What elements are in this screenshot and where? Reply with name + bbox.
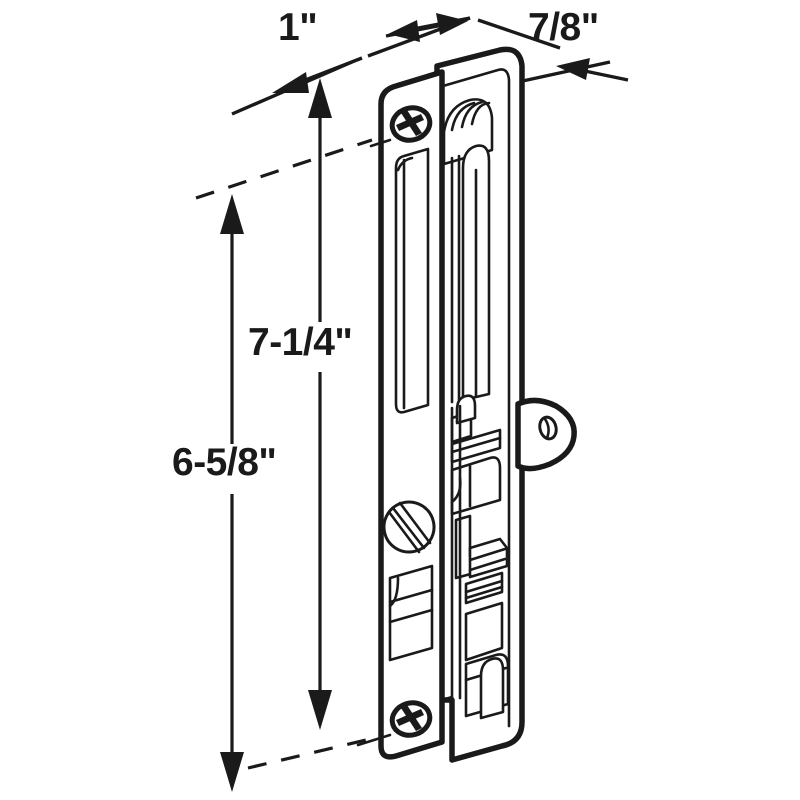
arrowhead-outer-top <box>220 194 244 234</box>
arrowhead-depth-left <box>388 16 471 42</box>
arrowhead-outer-bottom <box>220 752 244 792</box>
arrowhead-inner-top <box>308 78 332 118</box>
dimension-label-outer-height: 6-5/8" <box>172 441 277 484</box>
phillips-screw-bottom <box>356 700 433 747</box>
dimension-outer-height <box>220 194 244 792</box>
slotted-screw-middle <box>382 500 436 554</box>
dimension-width-top <box>231 13 471 116</box>
dimension-label-width-top: 1" <box>278 6 318 49</box>
handle-lever <box>442 98 494 404</box>
internal-latch-mechanism <box>450 394 510 720</box>
keeper-slot <box>388 564 434 662</box>
dimension-inner-height <box>195 78 401 770</box>
recessed-finger-pull <box>394 147 430 414</box>
thumb-latch-tab <box>515 397 577 472</box>
dimension-label-depth-top: 7/8" <box>528 6 599 49</box>
arrowhead-depth-right <box>556 58 629 82</box>
bottom-foot <box>440 695 454 702</box>
arrowhead-width-left <box>272 56 363 93</box>
dimension-depth-top <box>388 16 629 84</box>
arrowhead-inner-bottom <box>308 690 332 730</box>
dimension-label-inner-height: 7-1/4" <box>248 321 353 364</box>
phillips-screw-top <box>369 105 433 148</box>
